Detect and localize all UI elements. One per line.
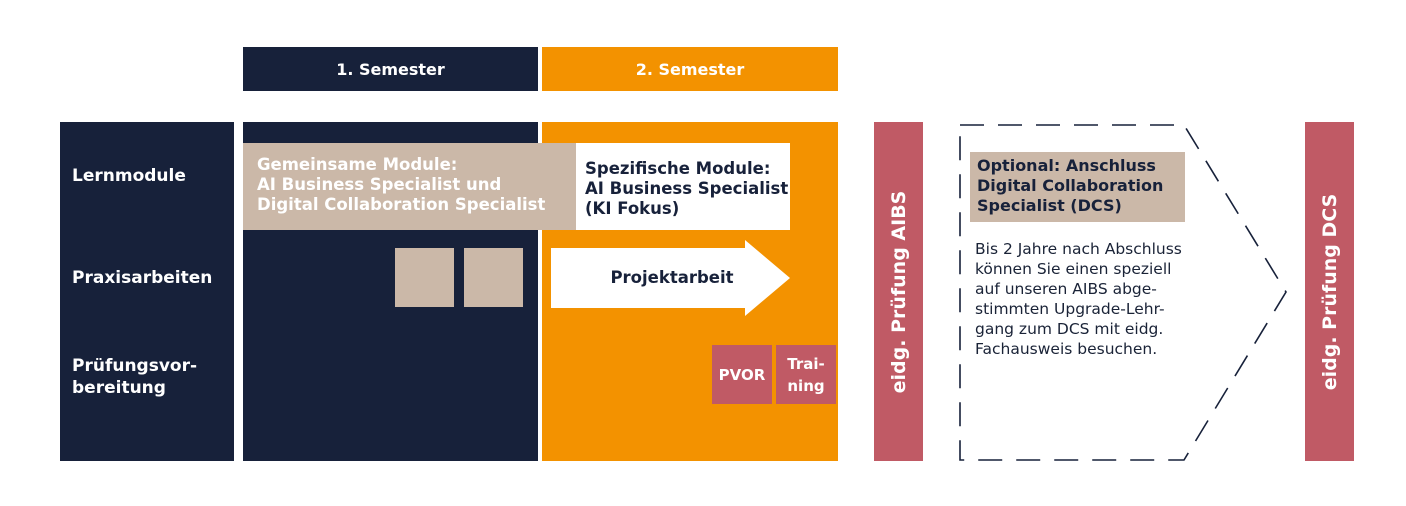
specific-modules-line2: AI Business Specialist	[585, 179, 789, 198]
semester-1-header: 1. Semester	[243, 47, 538, 91]
optional-text-line: auf unseren AIBS abge-	[975, 280, 1157, 298]
semester-2-header: 2. Semester	[542, 47, 838, 91]
common-modules-line2: AI Business Specialist und	[257, 175, 502, 194]
optional-title-box: Optional: Anschluss Digital Collaboratio…	[970, 152, 1185, 222]
optional-chevron-outline	[959, 124, 1287, 461]
specific-modules-line1: Spezifische Module:	[585, 159, 771, 178]
row-label-pruefungsvorbereitung: Prüfungsvor- bereitung	[72, 355, 197, 399]
project-arrow	[551, 240, 790, 316]
semester-1-label: 1. Semester	[336, 59, 445, 79]
optional-text-line: stimmten Upgrade-Lehr-	[975, 300, 1165, 318]
row-label-column	[60, 122, 234, 461]
exam-dcs-bar: eidg. Prüfung DCS	[1305, 122, 1354, 461]
row-label-pruefung-line1: Prüfungsvor-	[72, 356, 198, 376]
optional-text-line: können Sie einen speziell	[975, 260, 1172, 278]
common-modules-line1: Gemeinsame Module:	[257, 155, 458, 174]
specific-modules-box: Spezifische Module: AI Business Speciali…	[576, 143, 790, 230]
row-label-praxisarbeiten: Praxisarbeiten	[72, 268, 213, 288]
exam-aibs-bar: eidg. Prüfung AIBS	[874, 122, 923, 461]
optional-text-line: gang zum DCS mit eidg.	[975, 320, 1164, 338]
semester-2-label: 2. Semester	[635, 59, 745, 79]
optional-title-line3: Specialist (DCS)	[977, 196, 1122, 215]
exam-aibs-label: eidg. Prüfung AIBS	[887, 190, 910, 393]
row-label-lernmodule: Lernmodule	[72, 166, 186, 186]
optional-title-line1: Optional: Anschluss	[977, 156, 1156, 175]
common-modules-line3: Digital Collaboration Specialist	[257, 195, 546, 214]
pvor-label: PVOR	[718, 365, 766, 384]
training-line1: Trai-	[787, 354, 825, 373]
training-line2: ning	[787, 376, 825, 395]
optional-dashed-chevron	[959, 124, 1287, 461]
practice-square-2	[464, 248, 523, 307]
optional-text: Bis 2 Jahre nach Abschluss können Sie ei…	[975, 239, 1225, 359]
exam-dcs-label: eidg. Prüfung DCS	[1318, 193, 1341, 390]
training-box: Trai- ning	[776, 345, 836, 404]
practice-square-1	[395, 248, 454, 307]
row-label-pruefung-line2: bereitung	[72, 378, 166, 398]
optional-text-line: Fachausweis besuchen.	[975, 340, 1158, 358]
pvor-box: PVOR	[712, 345, 772, 404]
optional-text-line: Bis 2 Jahre nach Abschluss	[975, 240, 1182, 258]
project-arrow-shape	[551, 240, 790, 316]
project-label: Projektarbeit	[610, 268, 734, 287]
optional-title-line2: Digital Collaboration	[977, 176, 1164, 195]
common-modules-box: Gemeinsame Module: AI Business Specialis…	[243, 143, 576, 230]
specific-modules-line3: (KI Fokus)	[585, 199, 680, 218]
